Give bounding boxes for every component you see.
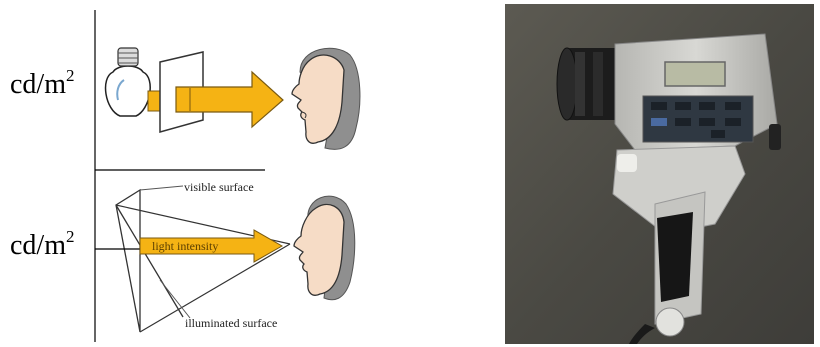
- luminance-meter-photo: [505, 4, 814, 344]
- light-intensity-label: light intensity: [152, 239, 218, 254]
- light-bulb-icon: [106, 48, 151, 116]
- meter-body: [615, 34, 777, 150]
- grip-pad: [657, 212, 693, 302]
- lcd-display: [665, 62, 725, 86]
- luminance-diagram: [0, 0, 500, 347]
- visible-surface-label: visible surface: [184, 180, 254, 195]
- unit-label-top: cd/m2: [10, 67, 75, 99]
- trigger-button: [617, 154, 637, 172]
- bottom-dial: [656, 308, 684, 336]
- lens-barrel: [557, 48, 623, 120]
- unit-label-bottom: cd/m2: [10, 228, 75, 260]
- illuminated-surface-label: illuminated surface: [185, 316, 277, 331]
- observer-head-bottom-icon: [294, 196, 355, 300]
- observer-head-top-icon: [292, 48, 360, 149]
- surfaces-wedge: [116, 186, 290, 332]
- side-knob: [769, 124, 781, 150]
